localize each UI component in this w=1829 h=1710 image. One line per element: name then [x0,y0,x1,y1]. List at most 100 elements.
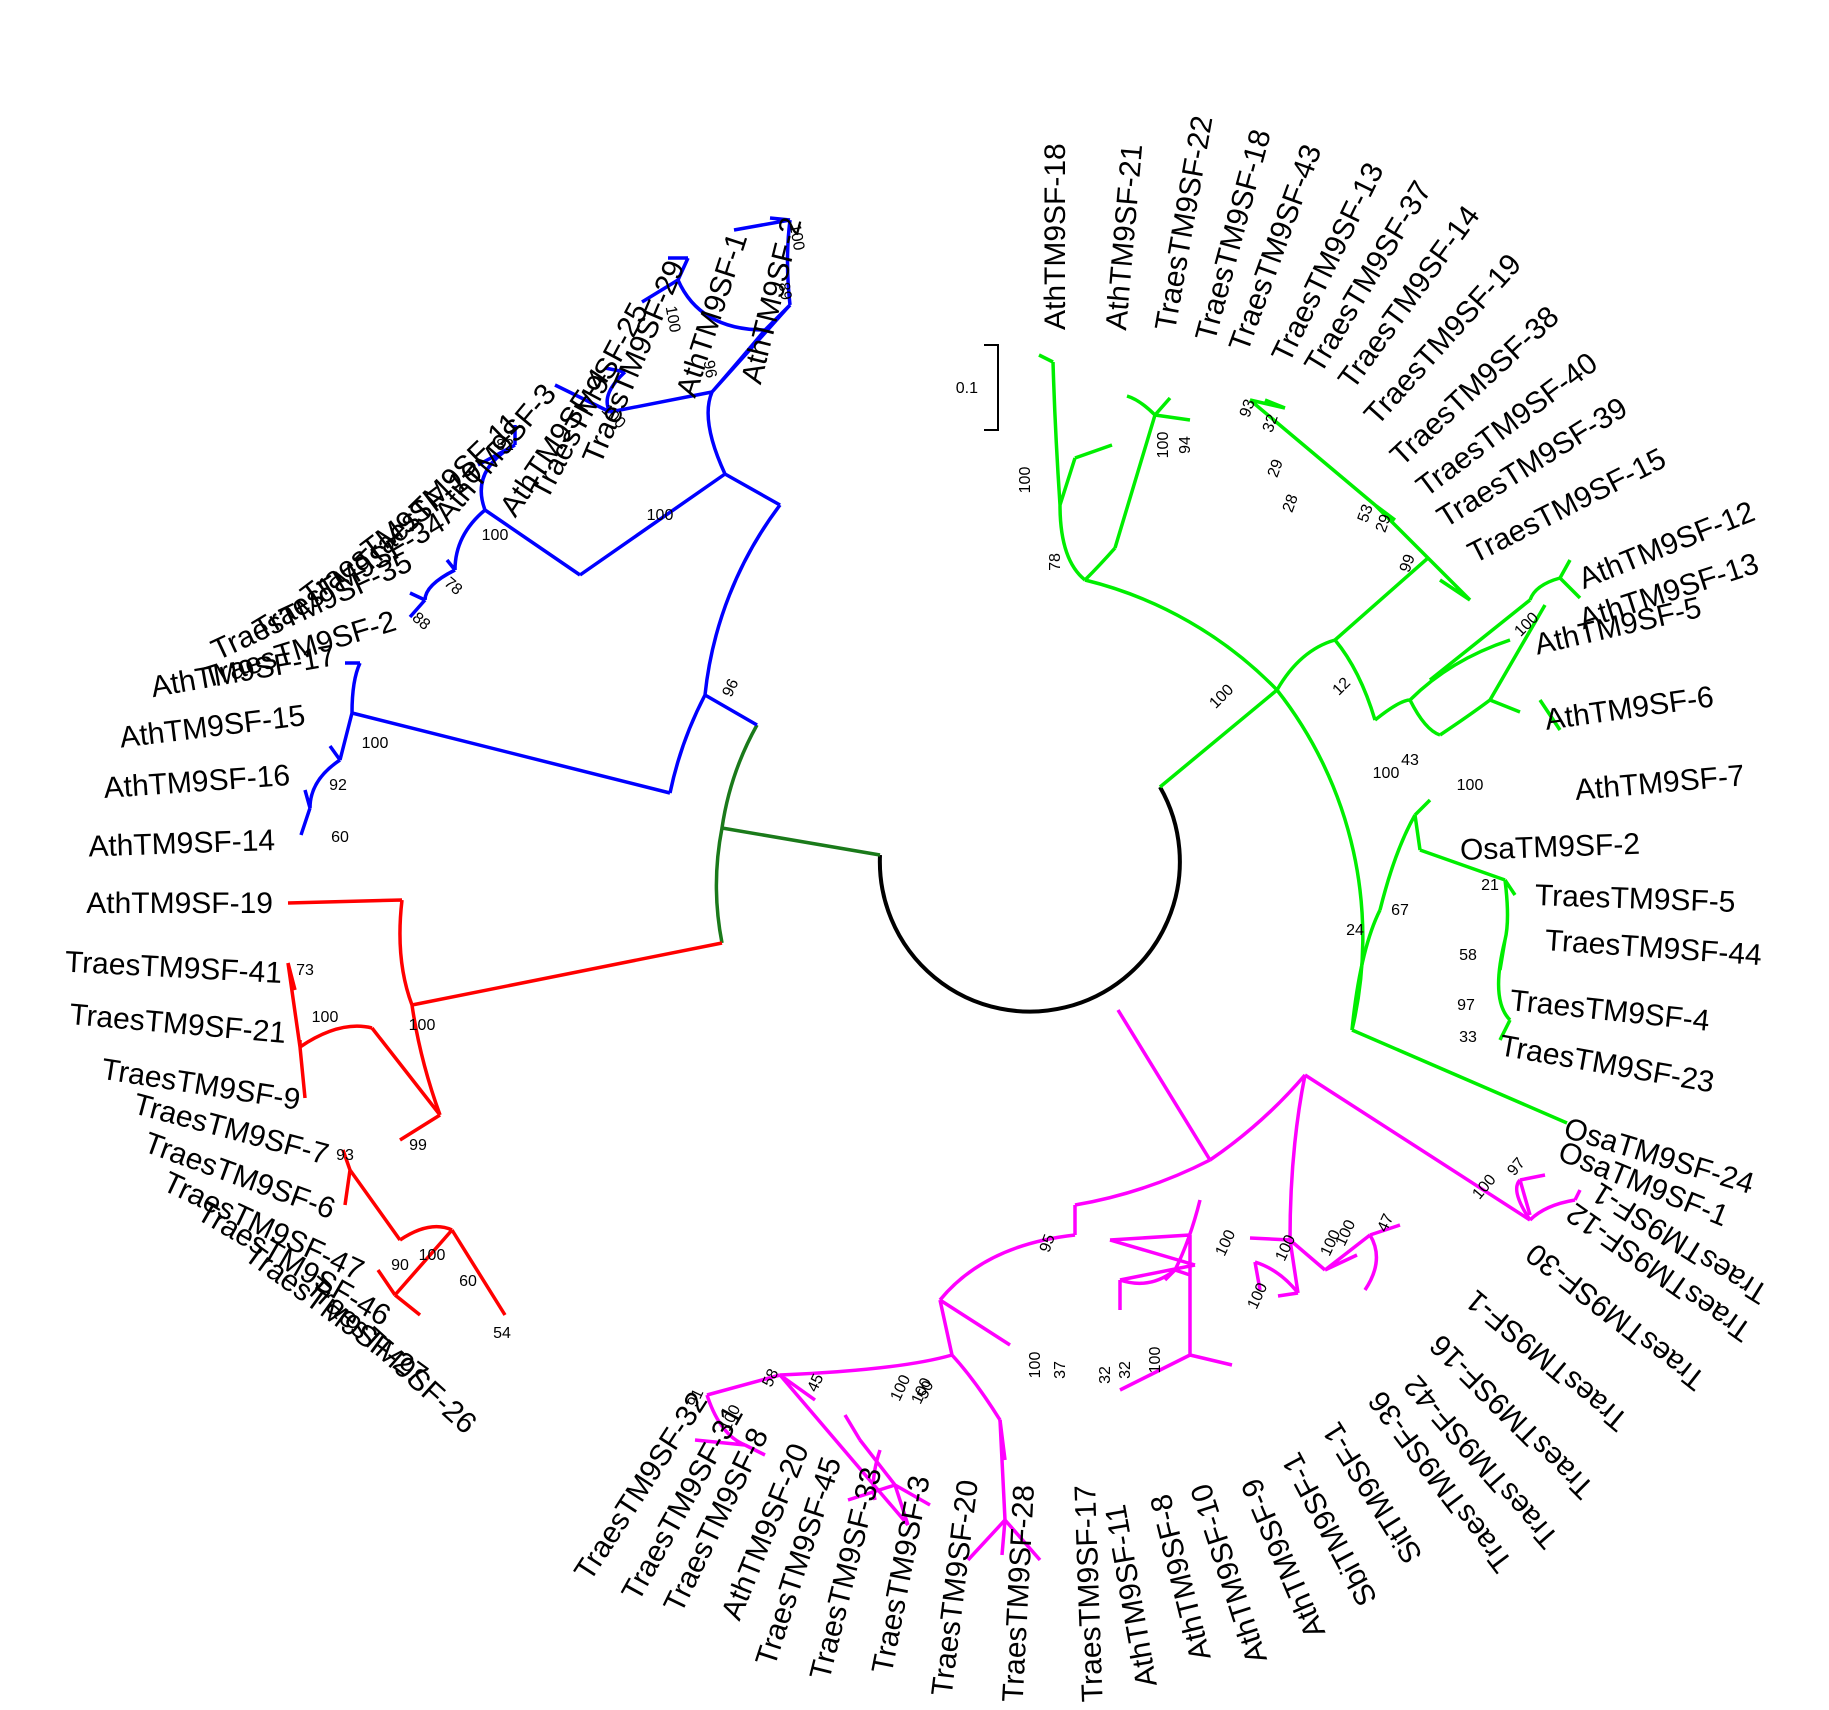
bootstrap-value: 28 [1280,492,1302,515]
bootstrap-value: 100 [1245,1280,1272,1311]
bootstrap-value: 96 [700,359,720,380]
branch-backbone [714,724,881,944]
bootstrap-value: 99 [409,1137,427,1154]
bootstrap-value: 73 [296,962,314,979]
bootstrap-value: 100 [1206,681,1237,712]
scale-bar-label: 0.1 [956,380,978,397]
leaf-label: TraesTM9SF-5 [1534,879,1736,919]
branch-green-ladder [1248,398,1472,691]
bootstrap-value: 100 [312,1009,339,1026]
leaf-label: AthTM9SF-7 [1574,759,1746,807]
bootstrap-value: 29 [1373,512,1395,535]
branch-green-ath-5-13 [1333,604,1562,737]
bootstrap-value: 100 [362,735,389,752]
bootstrap-value: 97 [1457,997,1475,1014]
branch-magenta-8-group [694,1373,781,1457]
bootstrap-value: 60 [459,1273,477,1290]
leaf-label: TraesTM9SF-23 [1497,1029,1717,1099]
bootstrap-value: 100 [1457,777,1484,794]
bootstrap-value: 100 [1213,1227,1240,1258]
bootstrap-value: 100 [419,1247,446,1264]
leaf-label: TraesTM9SF-17 [1069,1484,1110,1702]
bootstrap-value: 100 [1333,1217,1360,1248]
bootstrap-value: 24 [1346,922,1364,939]
leaf-label: TraesTM9SF-21 [68,998,287,1050]
bootstrap-value: 89 [775,281,795,302]
branch-green-ath-12-13 [1428,559,1582,682]
branch-blue-ath2-1 [733,216,792,332]
leaf-label: AthTM9SF-21 [1100,143,1149,332]
branch-green-osa-traes [1350,798,1517,1041]
bootstrap-value: 100 [1147,1347,1164,1374]
bootstrap-value: 78 [1047,553,1064,571]
bootstrap-value: 100 [1027,1352,1044,1379]
leaf-label: AthTM9SF-16 [103,759,292,805]
branch-red-7-6 [341,1149,402,1242]
leaf-label: TraesTM9SF-20 [926,1478,985,1698]
bootstrap-value: 100 [409,1017,436,1034]
bootstrap-value: 100 [1155,432,1172,459]
branch-blue-main [351,303,792,795]
root-arc [877,786,1182,1014]
branch-magenta-20-28 [843,1414,931,1526]
leaf-label: AthTM9SF-19 [86,887,273,920]
bootstrap-value: 94 [1177,436,1194,454]
bootstrap-value: 37 [1052,1361,1069,1379]
bootstrap-value: 99 [1397,552,1419,575]
branch-green-main [1084,578,1568,1125]
bootstrap-value: 82 [496,437,514,454]
branch-magenta-sbi-sit [1249,1074,1307,1298]
bootstrap-value: 43 [1401,752,1419,769]
bootstrap-value: 47 [1374,1211,1397,1234]
branch-blue-ath-14-17 [299,661,362,836]
leaf-label: TraesTM9SF-41 [64,946,283,990]
bootstrap-labels: 1008910096100100821007888961009260100731… [296,223,1542,1434]
bootstrap-value: 93 [1237,397,1259,420]
bootstrap-value: 54 [493,1325,511,1342]
bootstrap-value: 58 [759,1366,782,1389]
leaf-label: AthTM9SF-15 [118,699,307,755]
leaf-label: TraesTM9SF-44 [1544,924,1763,972]
bootstrap-value: 90 [391,1257,409,1274]
bootstrap-value: 100 [647,507,674,524]
bootstrap-value: 100 [662,305,683,334]
branch-red-main [287,898,723,1142]
bootstrap-value: 92 [329,777,347,794]
bootstrap-value: 95 [1037,1232,1059,1255]
bootstrap-value: 100 [786,223,807,252]
bootstrap-value: 21 [1481,877,1499,894]
bootstrap-value: 12 [1330,674,1355,699]
bootstrap-value: 29 [1265,457,1287,480]
scale-bar: 0.1 [956,344,999,431]
leaf-label: OsaTM9SF-2 [1459,828,1640,867]
branch-blue-4-3 [554,366,713,414]
leaf-label: AthTM9SF-6 [1543,680,1716,736]
branch-blue-29-25 [641,256,766,332]
branch-blue-traes [408,425,581,619]
leaf-label: TraesTM9SF-26 [299,1271,483,1441]
bootstrap-value: 50 [914,1378,937,1401]
bootstrap-value: 96 [719,676,742,699]
bootstrap-value: 100 [482,527,509,544]
branch-magenta-17-28 [966,1419,1042,1562]
bootstrap-value: 58 [1459,947,1477,964]
bootstrap-value: 32 [1260,412,1282,435]
bootstrap-value: 67 [1391,902,1409,919]
bootstrap-value: 91 [684,1386,707,1409]
leaf-labels: AthTM9SF-2AthTM9SF-1TraesTM9SF-29TraesTM… [64,113,1774,1703]
bootstrap-value: 100 [1273,1232,1300,1263]
branch-green-ath18-21 [1038,353,1113,582]
bootstrap-value: 93 [336,1147,354,1164]
bootstrap-value: 45 [804,1371,827,1394]
branch-green-22-18 [1083,394,1191,582]
branch-magenta-traes-36-42-16 [1288,1223,1401,1291]
bootstrap-value: 97 [1504,1155,1529,1180]
bootstrap-value: 53 [1355,502,1377,525]
bootstrap-value: 32 [1117,1361,1134,1379]
bootstrap-value: 60 [331,829,349,846]
bootstrap-value: 78 [441,574,466,599]
branch-magenta-left-group [778,1233,1076,1527]
bootstrap-value: 33 [1459,1029,1477,1046]
